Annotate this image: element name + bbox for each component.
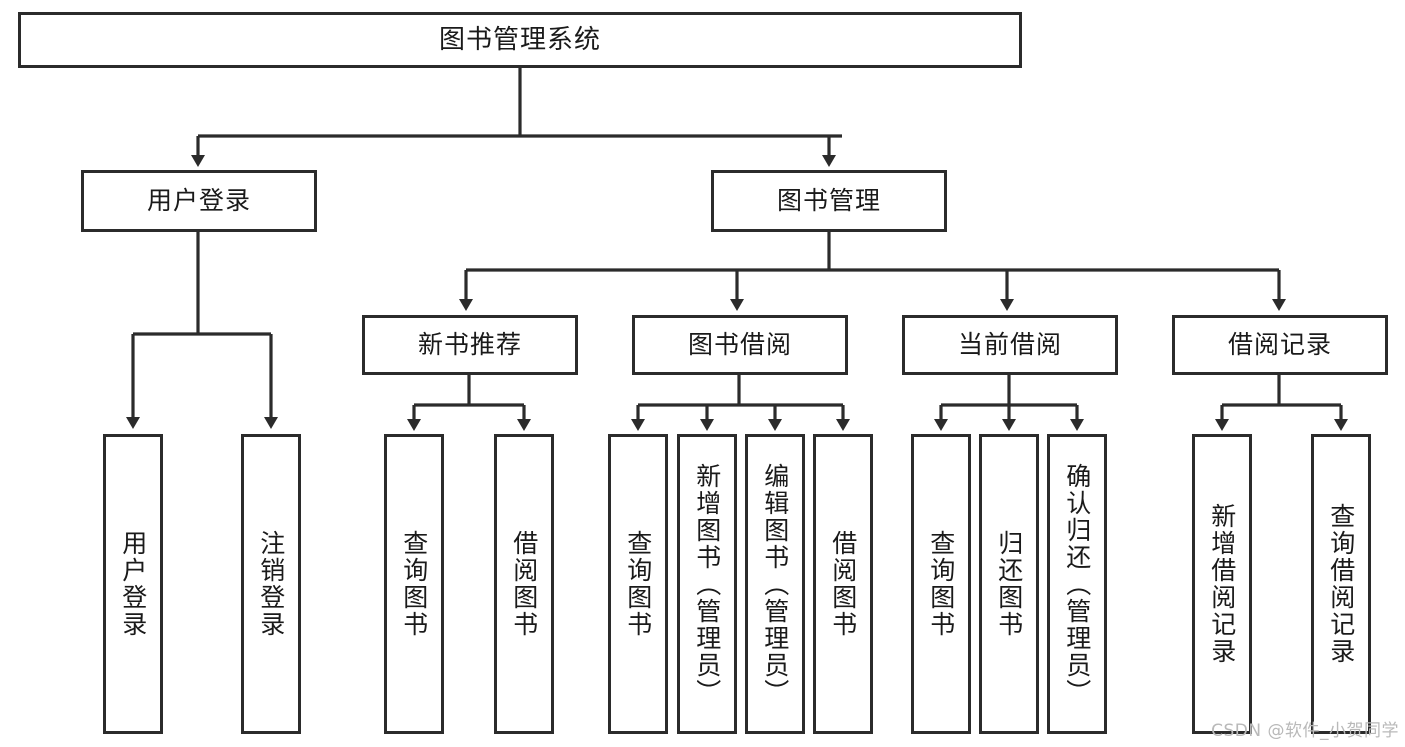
node-label: 查询借阅记录: [1326, 503, 1356, 665]
node-label: 查询图书: [623, 530, 653, 638]
node-label: 编辑图书（管理员）: [760, 462, 790, 706]
leaf-book-borrow-3[interactable]: 借阅图书: [813, 434, 873, 734]
leaf-new-book-recommend-0[interactable]: 查询图书: [384, 434, 444, 734]
node-label: 归还图书: [994, 530, 1024, 638]
node-current-borrow[interactable]: 当前借阅: [902, 315, 1118, 375]
leaf-borrow-record-1[interactable]: 查询借阅记录: [1311, 434, 1371, 734]
node-label: 新增图书（管理员）: [692, 462, 722, 706]
leaf-user-login-0[interactable]: 用户登录: [103, 434, 163, 734]
node-book-borrow[interactable]: 图书借阅: [632, 315, 848, 375]
leaf-book-borrow-2[interactable]: 编辑图书（管理员）: [745, 434, 805, 734]
node-label: 用户登录: [118, 530, 148, 638]
node-label: 借阅图书: [828, 530, 858, 638]
node-root-book-management-system[interactable]: 图书管理系统: [18, 12, 1022, 68]
node-label: 新书推荐: [417, 330, 522, 360]
node-label: 图书管理系统: [438, 24, 601, 55]
node-label: 图书管理: [776, 186, 881, 216]
node-user-login[interactable]: 用户登录: [81, 170, 317, 232]
node-new-book-recommend[interactable]: 新书推荐: [362, 315, 578, 375]
node-label: 确认归还（管理员）: [1062, 462, 1092, 706]
node-borrow-record[interactable]: 借阅记录: [1172, 315, 1388, 375]
node-label: 新增借阅记录: [1207, 503, 1237, 665]
leaf-borrow-record-0[interactable]: 新增借阅记录: [1192, 434, 1252, 734]
node-label: 查询图书: [926, 530, 956, 638]
leaf-book-borrow-1[interactable]: 新增图书（管理员）: [677, 434, 737, 734]
node-label: 当前借阅: [957, 330, 1062, 360]
leaf-current-borrow-0[interactable]: 查询图书: [911, 434, 971, 734]
leaf-book-borrow-0[interactable]: 查询图书: [608, 434, 668, 734]
node-label: 查询图书: [399, 530, 429, 638]
leaf-current-borrow-2[interactable]: 确认归还（管理员）: [1047, 434, 1107, 734]
leaf-user-login-1[interactable]: 注销登录: [241, 434, 301, 734]
leaf-new-book-recommend-1[interactable]: 借阅图书: [494, 434, 554, 734]
node-label: 借阅图书: [509, 530, 539, 638]
node-label: 用户登录: [146, 186, 251, 216]
node-label: 图书借阅: [687, 330, 792, 360]
node-book-management[interactable]: 图书管理: [711, 170, 947, 232]
node-label: 借阅记录: [1227, 330, 1332, 360]
leaf-current-borrow-1[interactable]: 归还图书: [979, 434, 1039, 734]
node-label: 注销登录: [256, 530, 286, 638]
